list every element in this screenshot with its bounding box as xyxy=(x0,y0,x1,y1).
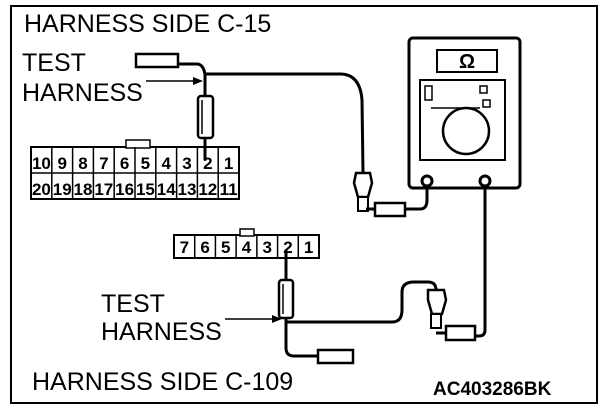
c109-pin-3: 3 xyxy=(262,238,271,257)
c15-pin-14: 14 xyxy=(157,180,176,199)
test-probe-c15 xyxy=(196,94,215,140)
c15-pin-15: 15 xyxy=(136,180,155,199)
test-harness-plug-bottom xyxy=(316,348,355,365)
test-harness-lower xyxy=(277,250,438,365)
meter-lead-plug-ohm xyxy=(444,324,477,342)
c15-pin-17: 17 xyxy=(94,180,113,199)
c109-pin-4: 4 xyxy=(242,238,252,257)
test-harness-top-label-line1: TEST xyxy=(22,49,86,77)
meter-lead-plug-com xyxy=(373,201,407,218)
ohmmeter-display xyxy=(436,49,498,73)
harness-side-c109-label: HARNESS SIDE C-109 xyxy=(32,368,294,396)
test-harness-plug-top xyxy=(134,52,180,69)
figure-code: AC403286BK xyxy=(433,379,552,400)
c15-pin-12: 12 xyxy=(198,180,217,199)
test-harness-bottom-label-line1: TEST xyxy=(101,290,165,318)
c15-pin-10: 10 xyxy=(32,154,51,173)
clip-lead-lower xyxy=(426,186,487,342)
c15-pin-20: 20 xyxy=(32,180,51,199)
ohm-symbol: Ω xyxy=(459,51,475,73)
test-probe-c109 xyxy=(277,278,295,320)
c15-pin-1: 1 xyxy=(224,154,233,173)
c109-pin-2: 2 xyxy=(283,238,292,257)
c15-pin-11: 11 xyxy=(220,180,238,199)
leader-arrows xyxy=(146,77,282,323)
figure-border xyxy=(10,5,598,404)
ohmmeter: Ω xyxy=(407,36,522,190)
c15-pin-13: 13 xyxy=(178,180,197,199)
c15-pin-16: 16 xyxy=(115,180,134,199)
ohm-jack-icon xyxy=(478,174,492,188)
c15-pin-8: 8 xyxy=(78,154,87,173)
c15-pin-19: 19 xyxy=(53,180,72,199)
c109-pin-5: 5 xyxy=(221,238,230,257)
c109-pin-7: 7 xyxy=(180,238,189,257)
c15-pin-2: 2 xyxy=(203,154,212,173)
selector-dial-icon xyxy=(441,106,491,156)
c15-pin-3: 3 xyxy=(182,154,191,173)
test-harness-bottom-label-line2: HARNESS xyxy=(101,318,222,346)
com-jack-icon xyxy=(420,174,434,188)
test-harness-upper xyxy=(134,52,365,173)
c15-pin-4: 4 xyxy=(161,154,171,173)
c15-pin-6: 6 xyxy=(120,154,129,173)
c15-pin-5: 5 xyxy=(141,154,150,173)
c15-pin-9: 9 xyxy=(57,154,66,173)
c109-pin-1: 1 xyxy=(304,238,313,257)
clip-lead-upper xyxy=(352,171,429,218)
c15-pin-18: 18 xyxy=(74,180,93,199)
test-harness-top-label-line2: HARNESS xyxy=(22,79,143,107)
harness-side-c15-label: HARNESS SIDE C-15 xyxy=(24,10,272,38)
c109-pin-6: 6 xyxy=(200,238,209,257)
c15-pin-7: 7 xyxy=(99,154,108,173)
